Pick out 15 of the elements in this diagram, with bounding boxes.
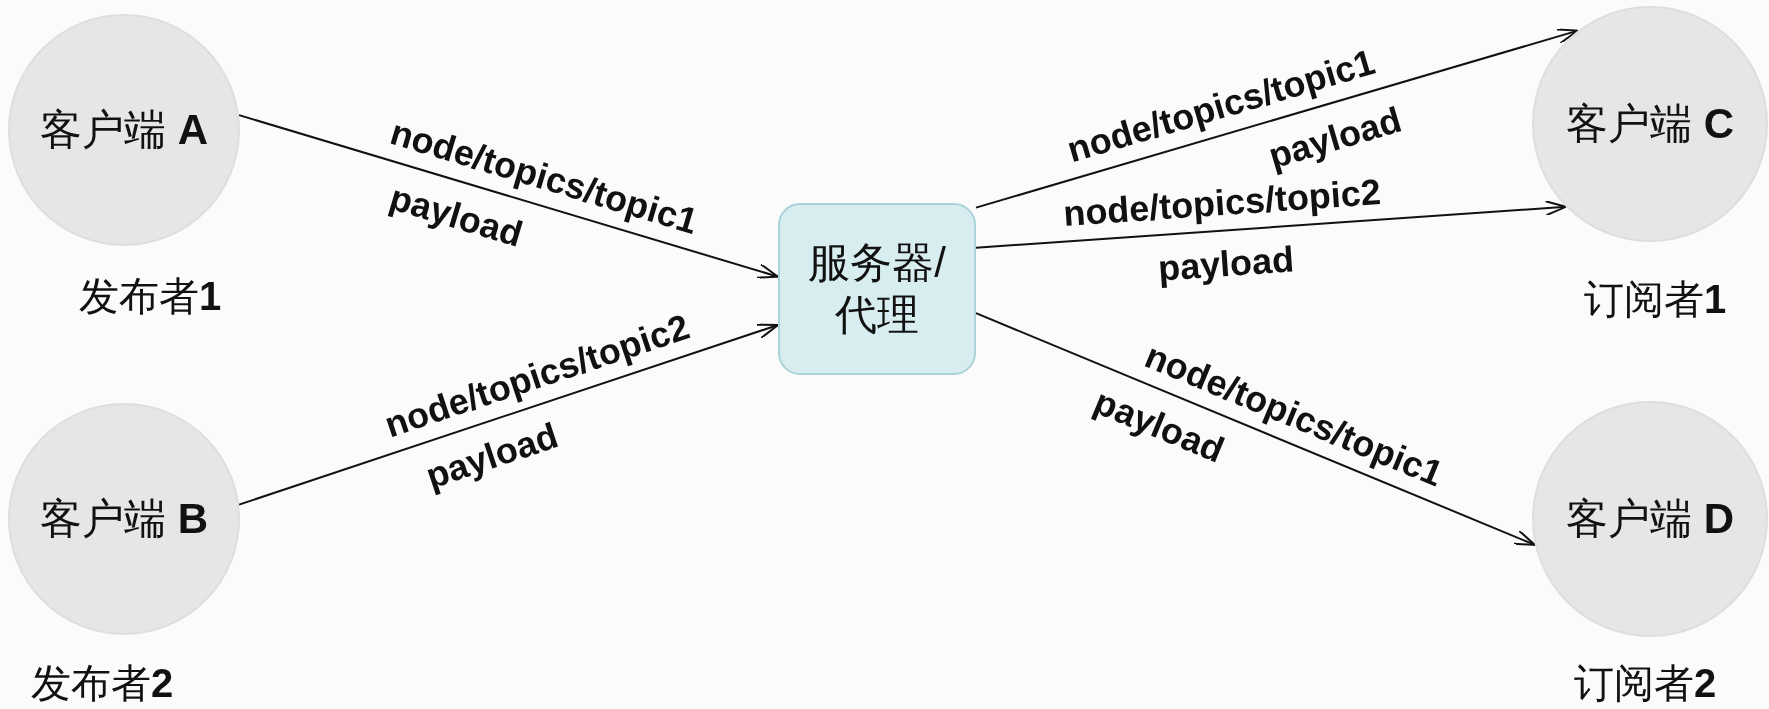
client-circle: 客户端 C [1532, 6, 1768, 242]
payload-label: payload [1156, 238, 1296, 291]
arrow [238, 323, 779, 506]
client-circle: 客户端 B [8, 403, 240, 635]
arrow [975, 312, 1536, 546]
role-label: 发布者2 [30, 659, 174, 707]
server-box: 服务器/代理 [778, 203, 976, 375]
arrow [238, 114, 779, 279]
arrow [975, 28, 1579, 209]
role-label: 订阅者2 [1573, 659, 1717, 707]
client-circle: 客户端 A [8, 14, 240, 246]
client-circle: 客户端 D [1532, 401, 1768, 637]
role-label: 订阅者1 [1583, 275, 1727, 323]
arrow [975, 200, 1567, 249]
role-label: 发布者1 [78, 272, 222, 320]
